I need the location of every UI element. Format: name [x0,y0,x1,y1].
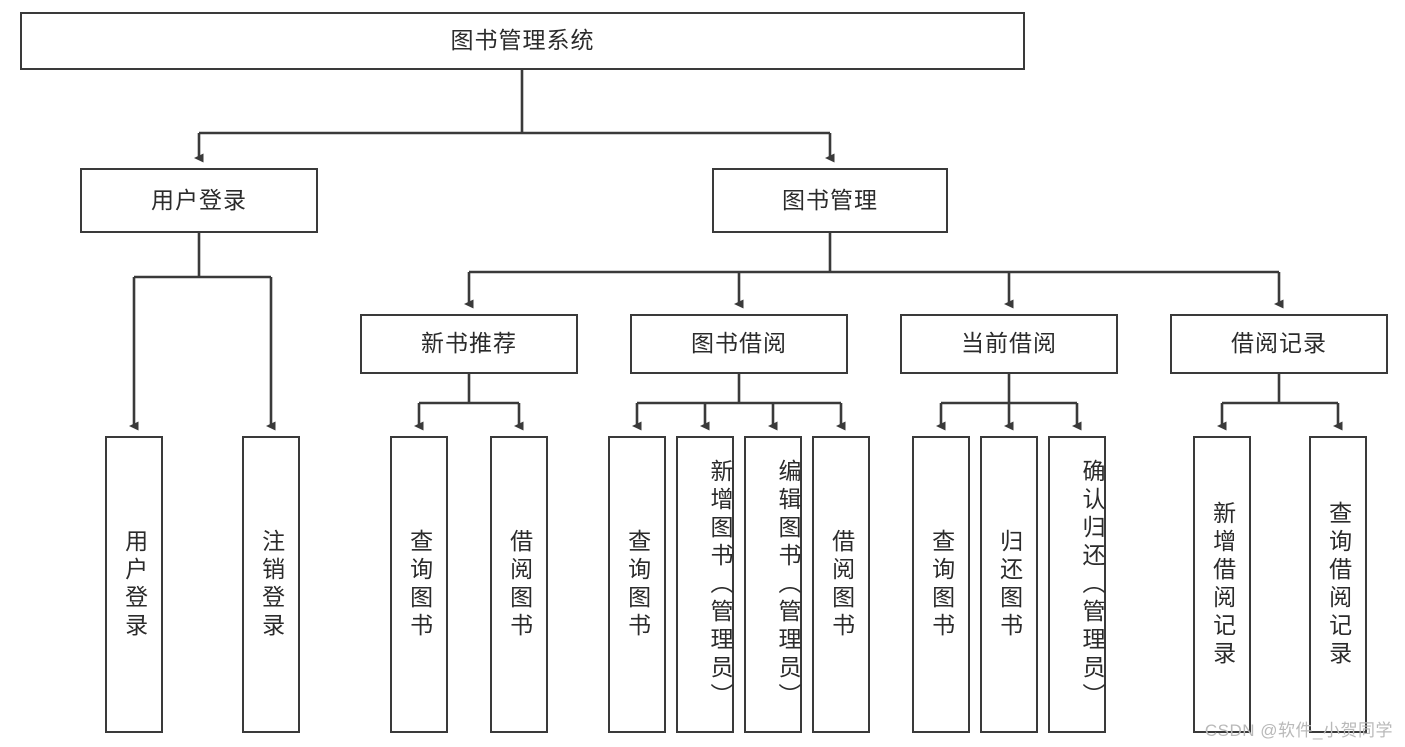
node-leaf-borrow-book-bb[interactable]: 借阅图书 [812,436,870,733]
node-leaf-user-logout[interactable]: 注销登录 [242,436,300,733]
node-root-label: 图书管理系统 [450,27,595,54]
node-leaf-user-logout-label: 注销登录 [258,528,285,641]
node-book-manage-label: 图书管理 [782,186,878,213]
node-leaf-user-login-label: 用户登录 [121,528,148,641]
node-leaf-borrow-book-nr[interactable]: 借阅图书 [490,436,548,733]
node-book-borrow[interactable]: 图书借阅 [630,314,848,374]
node-leaf-query-book-nr-label: 查询图书 [406,528,433,641]
node-leaf-query-borrow-record-label: 查询借阅记录 [1325,500,1352,669]
node-leaf-add-borrow-record-label: 新增借阅记录 [1209,500,1236,669]
node-leaf-confirm-return[interactable]: 确认归还（管理员） [1048,436,1106,733]
node-leaf-add-borrow-record[interactable]: 新增借阅记录 [1193,436,1251,733]
node-leaf-edit-book-label: 编辑图书（管理员） [775,458,801,711]
node-new-book-recommend[interactable]: 新书推荐 [360,314,578,374]
node-user-login-label: 用户登录 [151,186,247,213]
csdn-watermark: CSDN @软件_小贺同学 [1204,721,1393,740]
node-new-book-recommend-label: 新书推荐 [421,330,517,357]
node-leaf-query-book-bb[interactable]: 查询图书 [608,436,666,733]
node-leaf-query-book-bb-label: 查询图书 [624,528,651,641]
node-book-manage[interactable]: 图书管理 [712,168,948,233]
node-leaf-query-book-cb[interactable]: 查询图书 [912,436,970,733]
node-borrow-record[interactable]: 借阅记录 [1170,314,1388,374]
node-leaf-borrow-book-nr-label: 借阅图书 [506,528,533,641]
node-leaf-user-login[interactable]: 用户登录 [105,436,163,733]
node-leaf-query-book-cb-label: 查询图书 [928,528,955,641]
node-borrow-record-label: 借阅记录 [1231,330,1327,357]
node-leaf-return-book-label: 归还图书 [996,528,1023,641]
node-current-borrow[interactable]: 当前借阅 [900,314,1118,374]
node-leaf-add-book[interactable]: 新增图书（管理员） [676,436,734,733]
node-current-borrow-label: 当前借阅 [961,330,1057,357]
node-leaf-confirm-return-label: 确认归还（管理员） [1079,458,1105,711]
node-leaf-borrow-book-bb-label: 借阅图书 [828,528,855,641]
node-leaf-query-book-nr[interactable]: 查询图书 [390,436,448,733]
node-root[interactable]: 图书管理系统 [20,12,1025,70]
node-leaf-edit-book[interactable]: 编辑图书（管理员） [744,436,802,733]
node-leaf-query-borrow-record[interactable]: 查询借阅记录 [1309,436,1367,733]
node-book-borrow-label: 图书借阅 [691,330,787,357]
node-leaf-return-book[interactable]: 归还图书 [980,436,1038,733]
node-leaf-add-book-label: 新增图书（管理员） [707,458,733,711]
node-user-login[interactable]: 用户登录 [80,168,318,233]
